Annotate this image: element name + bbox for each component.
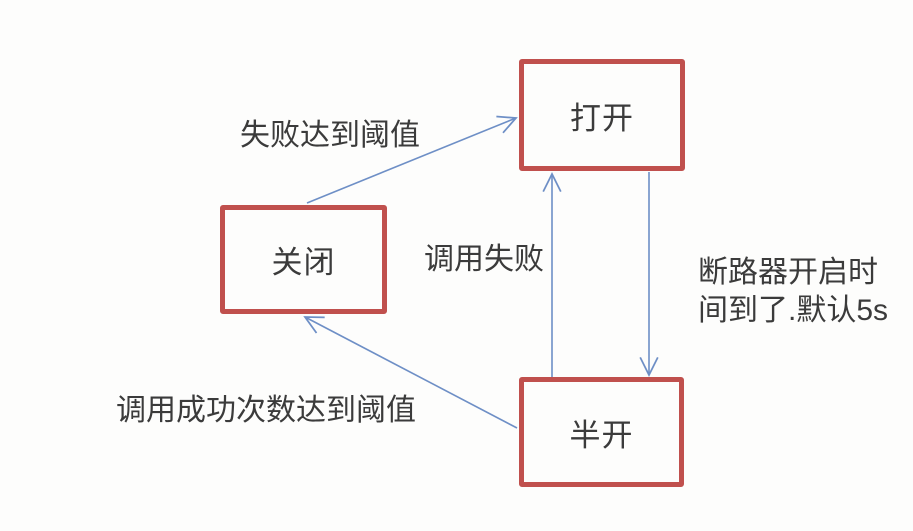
transition-label-open-timeout-line2: 间到了.默认5s [698,294,889,327]
state-label-closed: 关闭 [271,245,336,280]
state-box-closed: 关闭 [220,205,387,314]
transition-label-fail-threshold: 失败达到阈值 [240,119,420,152]
state-box-open: 打开 [519,59,685,171]
state-label-open: 打开 [570,100,634,136]
transition-label-open-timeout-line1: 断路器开启时 [698,256,878,289]
state-label-half-open: 半开 [569,417,634,453]
transition-label-open-timeout: 断路器开启时 间到了.默认5s [698,254,888,330]
transition-label-call-fail: 调用失败 [424,243,544,276]
transition-label-success-threshold: 调用成功次数达到阈值 [116,394,416,427]
state-box-half-open: 半开 [519,377,684,487]
